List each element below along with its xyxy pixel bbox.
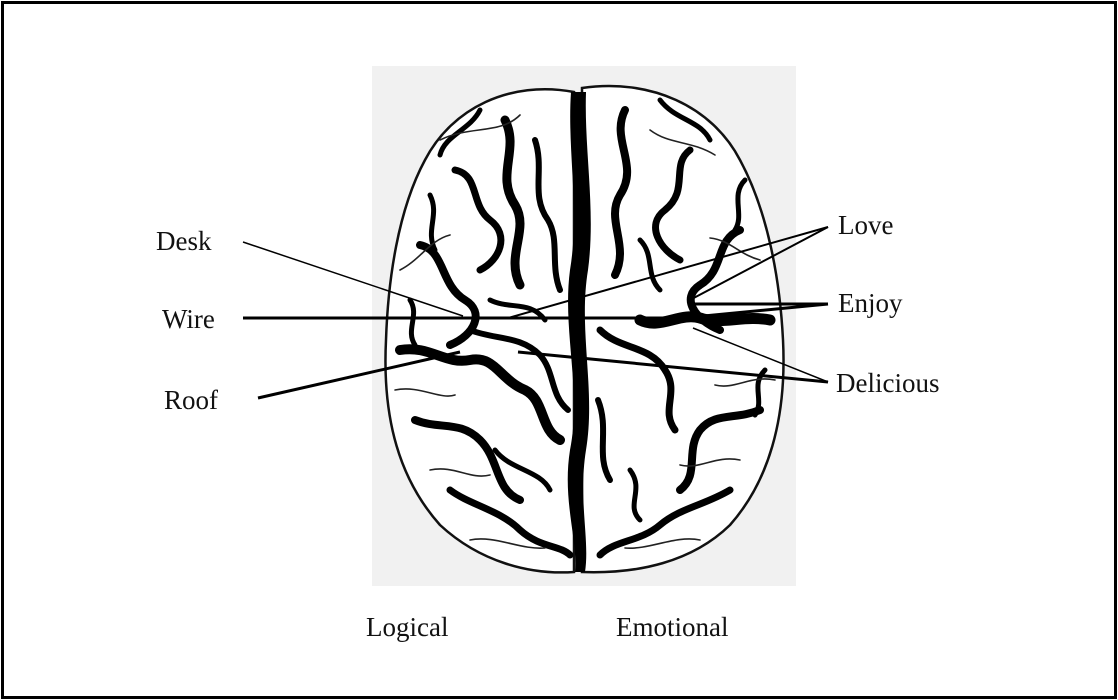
hemisphere-label-left: Logical bbox=[366, 614, 448, 641]
word-label-wire: Wire bbox=[162, 306, 215, 333]
word-label-enjoy: Enjoy bbox=[838, 290, 903, 317]
word-label-desk: Desk bbox=[156, 228, 212, 255]
word-label-love: Love bbox=[838, 212, 893, 239]
brain-illustration-icon bbox=[385, 86, 783, 572]
word-label-delicious: Delicious bbox=[836, 370, 939, 397]
hemisphere-label-right: Emotional bbox=[616, 614, 728, 641]
word-label-roof: Roof bbox=[164, 387, 218, 414]
